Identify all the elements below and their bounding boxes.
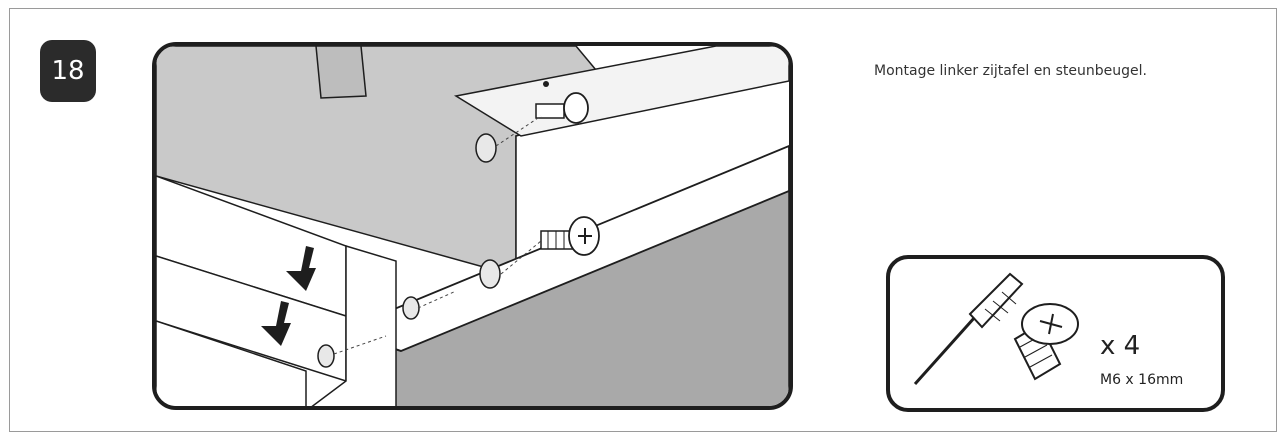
screw-icon: [540, 216, 600, 256]
parts-drawing: [913, 272, 1079, 386]
screwdriver-icon: [913, 272, 1024, 386]
step-number: 18: [51, 56, 85, 86]
screw-icon: [535, 92, 589, 124]
assembly-drawing: [156, 46, 789, 406]
down-left-arrow-icon: [261, 301, 291, 346]
step-number-badge: 18: [40, 40, 96, 102]
quantity-label: x 4: [1100, 331, 1141, 361]
assembly-illustration: [152, 42, 793, 410]
page-frame: [9, 8, 1277, 432]
parts-box: x 4 M6 x 16mm: [886, 255, 1225, 412]
down-left-arrow-icon: [286, 246, 316, 291]
screw-icon: [1013, 303, 1079, 381]
instruction-text: Montage linker zijtafel en steunbeugel.: [874, 63, 1147, 79]
screw-spec-label: M6 x 16mm: [1100, 372, 1184, 388]
